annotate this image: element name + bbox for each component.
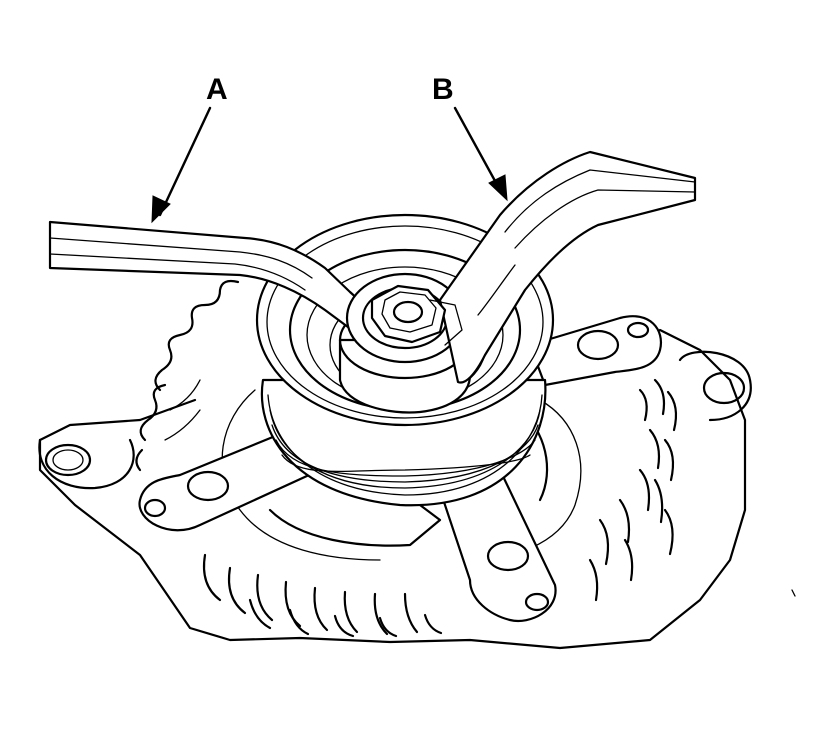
stray-mark — [791, 589, 796, 597]
callout-label-a: A — [206, 73, 228, 106]
left-cooling-fins — [135, 279, 240, 472]
alternator-housing — [38, 279, 752, 650]
center-nut — [370, 284, 463, 346]
wrench-b — [438, 150, 697, 384]
bottom-cooling-fins — [202, 553, 443, 638]
bracket-arms — [138, 315, 663, 623]
leader-arrow-b — [453, 106, 508, 202]
leader-arrow-a — [151, 106, 212, 224]
callout-label-b: B — [432, 73, 454, 106]
left-mounting-ear — [38, 438, 135, 490]
right-cooling-fins — [588, 378, 678, 602]
right-mounting-ear — [678, 350, 752, 422]
